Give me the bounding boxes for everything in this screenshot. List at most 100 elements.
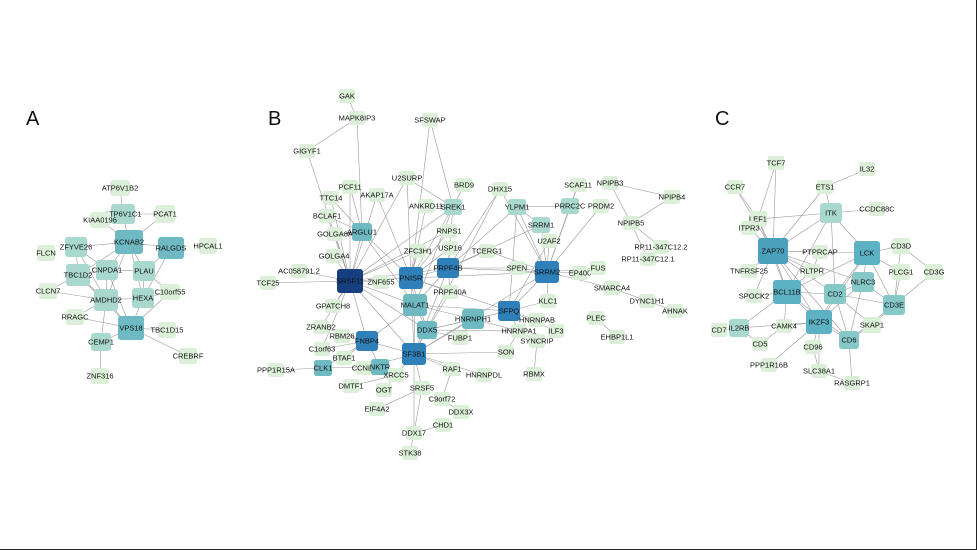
node-label-klc1: KLC1 [539,297,558,306]
node-box-atp6v1b2 [110,180,130,196]
node-box-ikzf3 [806,310,832,334]
node-prrc2c: PRRC2C [555,198,586,214]
node-label-ccr7: CCR7 [725,183,745,192]
node-box-itk [820,203,842,223]
node-ikzf3: IKZF3 [806,310,832,334]
node-box-usp16 [442,241,458,255]
node-label-ddx3x: DDX3X [448,408,473,417]
edge-b-srsf5-ddx17 [413,387,423,434]
node-box-dmtf1 [343,379,359,393]
node-box-il32 [859,162,875,176]
edge-b-srek1-pnisr [410,206,454,279]
node-cd7: CD7 [711,323,727,337]
node-zranb2: ZRANB2 [306,320,336,334]
node-label-pcf11: PCF11 [339,183,362,192]
node-label-ac058791-2: AC058791.2 [278,267,320,276]
edge-b-malat1-sfpq [414,304,510,312]
node-dync1h1: DYNC1H1 [629,294,665,308]
node-label-cd3g: CD3G [924,268,945,277]
node-rnps1: RNPS1 [436,224,462,238]
node-label-itpr3: ITPR3 [738,224,759,233]
node-label-pcat1: PCAT1 [153,210,177,219]
edge-b-pnisr-sfpq [410,277,510,312]
node-box-zfc3h1 [410,244,426,258]
node-label-rltpr: RLTPR [800,267,825,276]
node-label-golga4: GOLGA4 [319,252,350,261]
node-box-ac058791-2 [291,264,307,278]
node-stk38: STK38 [399,446,422,460]
node-cd5: CD5 [752,337,768,351]
node-ac058791-2: AC058791.2 [278,264,320,278]
node-box-srek1 [444,199,462,215]
node-srrm2: SRRM2 [534,261,560,283]
edge-b-srsf11-sf3b1 [349,280,415,355]
node-box-slc38a1 [811,364,827,378]
node-label-fubp1: FUBP1 [448,334,472,343]
node-label-tcerg1: TCERG1 [472,247,502,256]
node-xrcc5: XRCC5 [383,368,409,382]
node-box-brd9 [456,178,472,192]
node-c10orf55: C10orf55 [155,284,185,300]
node-itpr3: ITPR3 [738,221,760,235]
node-box-tnfrsf25 [741,264,757,278]
node-box-fubp1 [452,331,468,345]
node-label-hnrnpa1: HNRNPA1 [501,327,536,336]
edge-b-npipb3-npipb4 [609,182,673,198]
node-label-hexa: HEXA [133,294,153,303]
node-label-srsf11: SRSF11 [336,277,364,286]
node-rp11-347c12-2: RP11-347C12.2 [634,240,688,254]
node-label-stk38: STK38 [399,449,422,458]
node-box-sfpq [498,301,520,321]
node-box-cd6 [839,331,859,349]
node-nktr: NKTR [370,359,391,375]
node-ep400: EP400 [569,266,591,280]
panel-letter-c: C [715,108,729,130]
node-label-ccnl1: CCNL1 [352,364,377,373]
node-label-srek1: SREK1 [441,203,466,212]
node-box-clcn7 [39,283,57,299]
node-spen: SPEN [507,261,527,275]
node-label-akap17a: AKAP17A [360,191,393,200]
panel-letter-layer: A B C [26,108,729,130]
node-ddx17: DDX17 [402,426,426,440]
node-nlrc3: NLRC3 [851,272,875,292]
node-tbc1d2: TBC1D2 [64,264,92,286]
node-label-cd5: CD5 [752,340,767,349]
node-ets1: ETS1 [816,180,834,194]
node-u2af2: U2AF2 [537,234,561,248]
node-hnrnpab: HNRNPAB [519,313,555,327]
node-box-plec [588,311,604,325]
node-label-smarca4: SMARCA4 [594,284,630,293]
node-box-npipb4 [664,190,680,204]
node-box-prdm2 [593,199,609,213]
node-box-prpf40a [442,285,458,299]
edge-b-u2af2-sfpq [508,240,550,312]
node-srsf11: SRSF11 [336,269,364,293]
node-label-bclaf1: BCLAF1 [313,212,341,221]
node-label-skap1: SKAP1 [860,321,884,330]
node-label-gak: GAK [339,92,355,101]
node-box-eif4a2 [369,402,385,416]
node-clk1: CLK1 [314,360,332,376]
node-ankrd11: ANKRD11 [409,199,443,213]
node-znf655: ZNF655 [367,275,395,289]
node-label-ppp1r16b: PPP1R16B [750,361,788,370]
node-label-chd1: CHD1 [433,421,453,430]
node-label-spock2: SPOCK2 [739,292,769,301]
node-chd1: CHD1 [433,418,453,432]
node-label-hnrnpab: HNRNPAB [519,316,555,325]
node-box-fus [590,261,606,275]
node-box-lck [854,241,880,265]
node-label-gpatch8: GPATCH8 [316,302,350,311]
node-bcl11b: BCL11B [773,280,801,304]
node-label-scaf11: SCAF11 [564,181,592,190]
node-label-prpf4b: PRPF4B [433,264,462,273]
node-box-c10orf55 [160,284,180,300]
node-label-bcl11b: BCL11B [773,288,800,297]
node-ptprcap: PTPRCAP [802,245,838,259]
node-syncrip: SYNCRIP [520,334,554,348]
node-rbm26: RBM26 [329,329,355,343]
node-box-hnrnpab [529,313,545,327]
node-label-xrcc5: XRCC5 [383,371,408,380]
